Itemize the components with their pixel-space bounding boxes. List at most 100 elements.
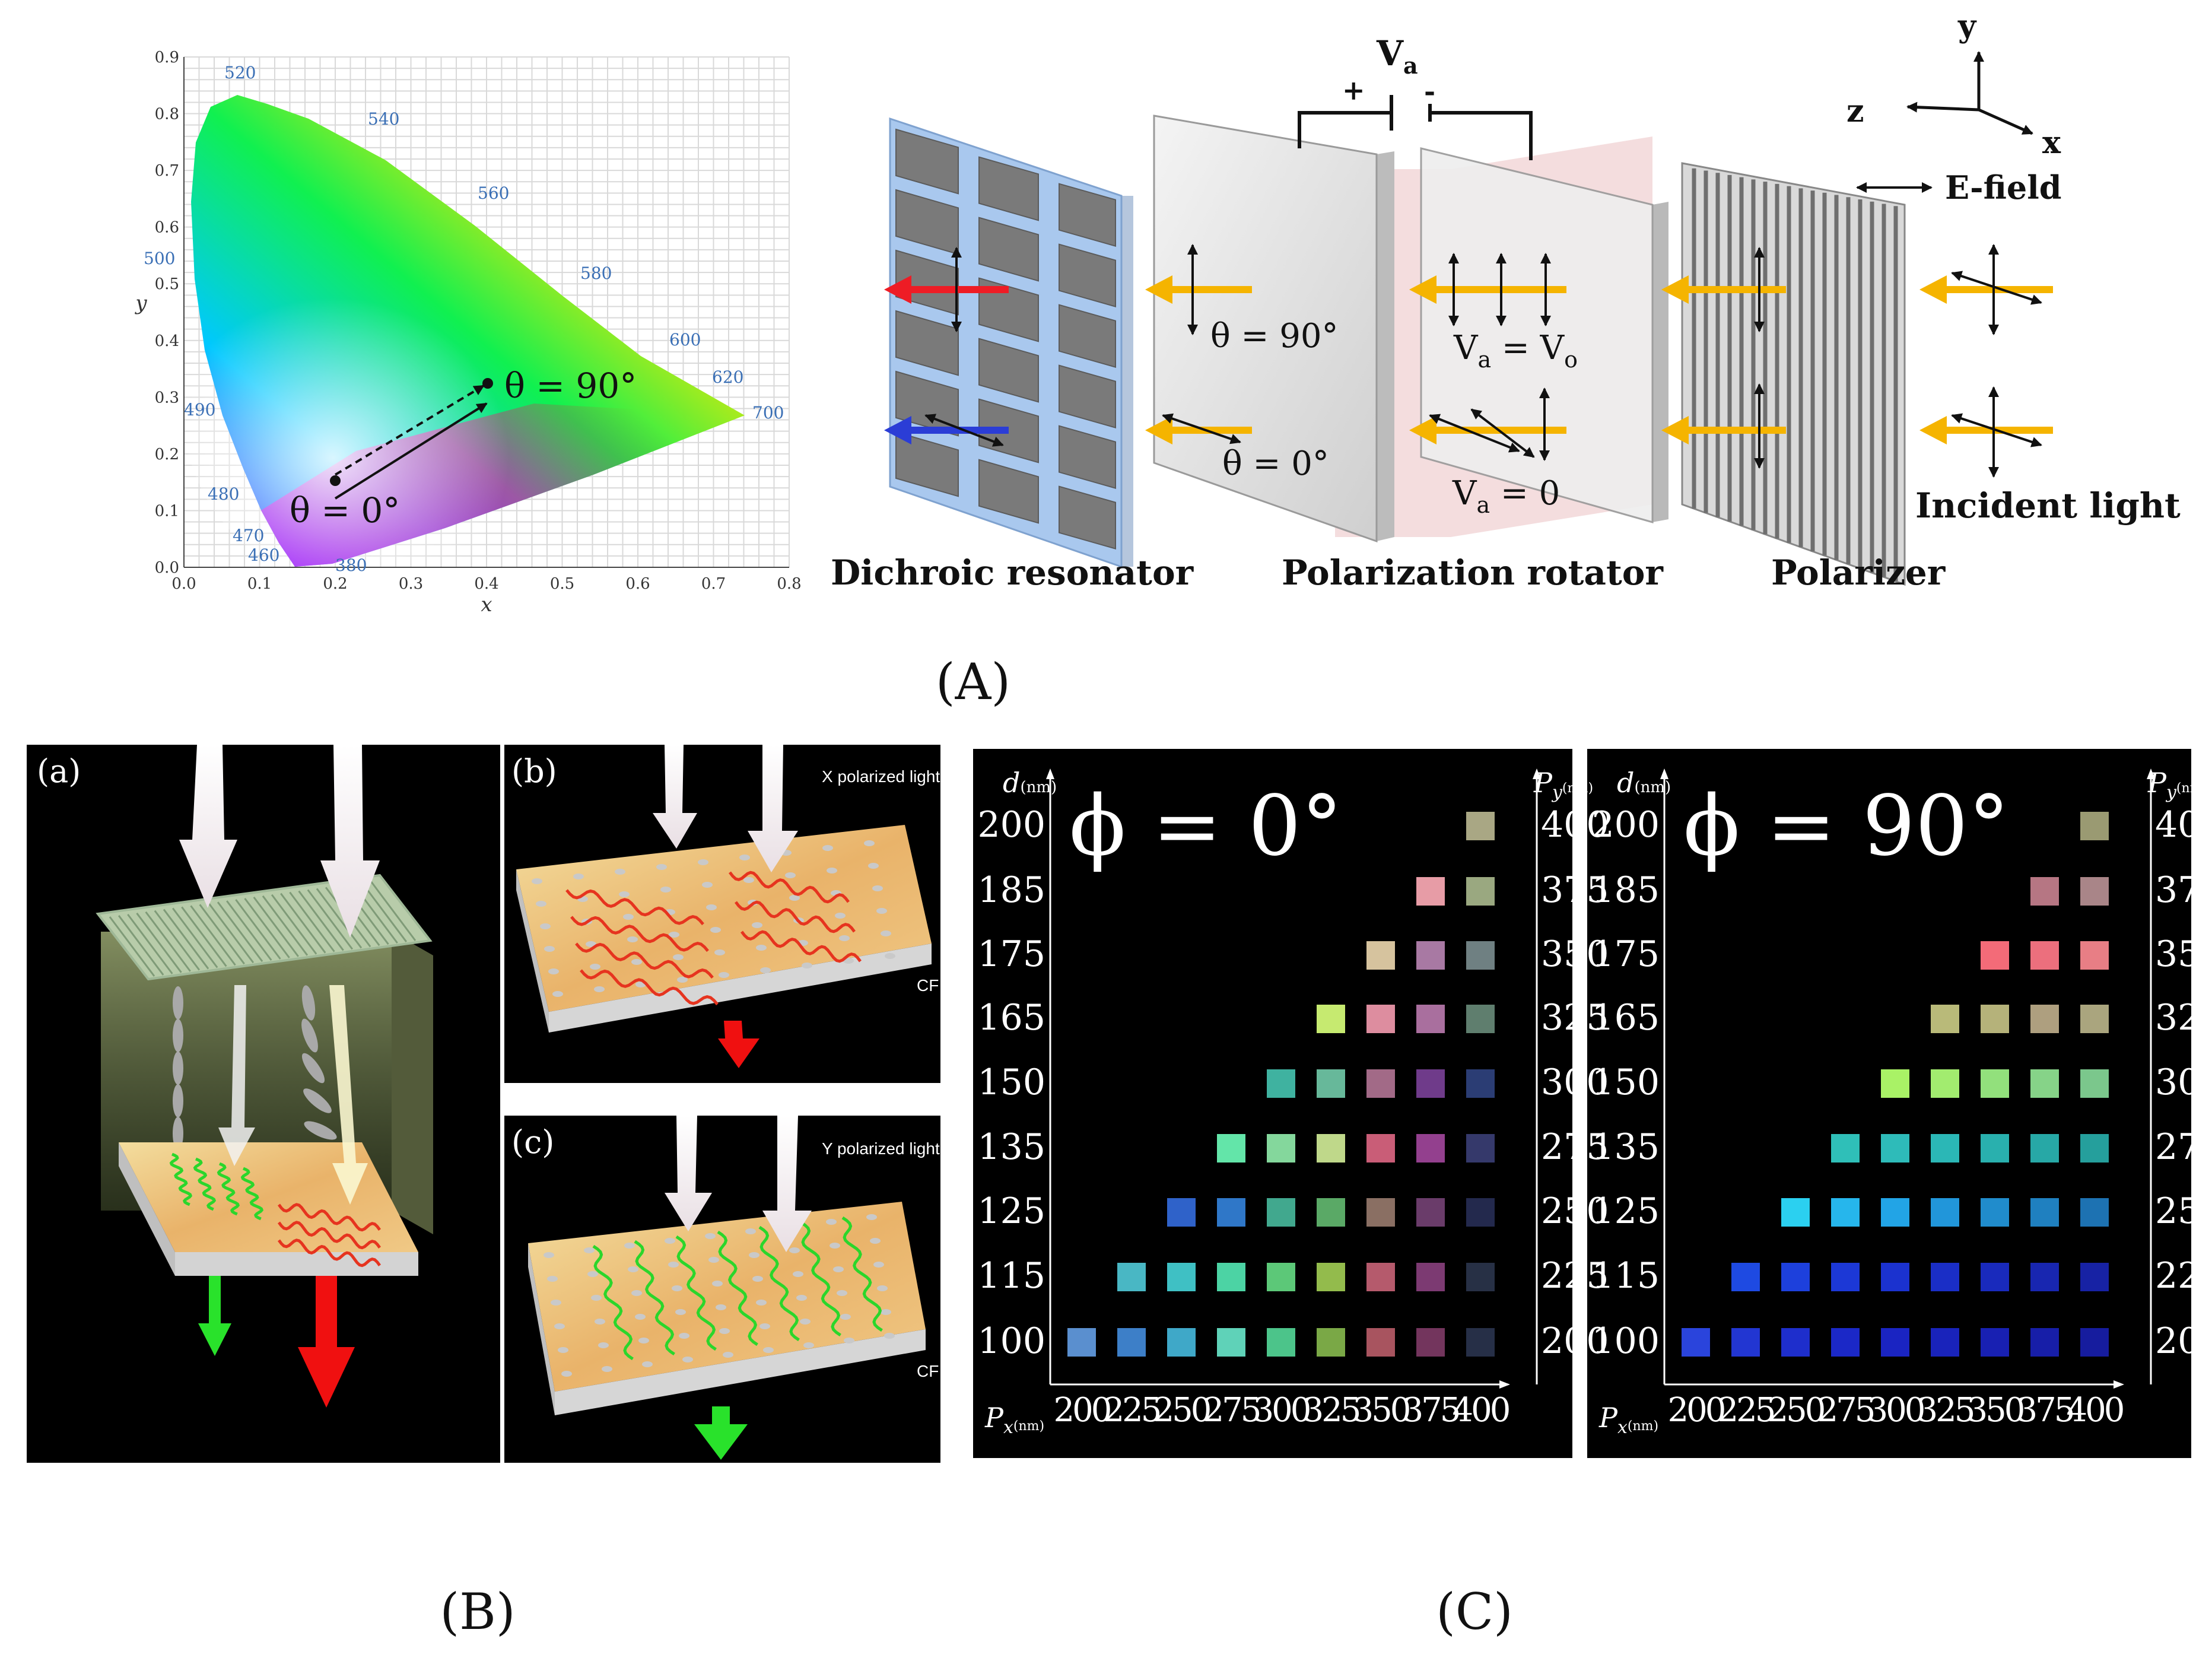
resonator-block [1059, 485, 1116, 550]
green-resonance-wave [800, 1221, 841, 1337]
light-beam-head [884, 416, 911, 444]
cf-hole [642, 1361, 653, 1367]
cf-hole [552, 991, 563, 997]
green-output-arrow-c [694, 1406, 748, 1460]
palette-title: ϕ = 0° [1069, 778, 1343, 875]
polarizer-grid-line [208, 903, 255, 964]
cf-hole [756, 1300, 767, 1306]
polarizer-grid-line [172, 907, 218, 968]
color-pixel-square [2030, 1328, 2059, 1357]
cie-y-tick-label: 0.3 [155, 389, 179, 406]
polarizer-grid-line [226, 900, 272, 961]
wire-grid-polarizer [1681, 162, 1906, 586]
dichroic-resonator-plate [889, 117, 1133, 568]
color-pixel-square [2030, 941, 2059, 970]
cf-hole [800, 1319, 811, 1325]
cf-hole [554, 1323, 565, 1329]
red-resonance-wave [735, 900, 856, 933]
palette-phi-90: d(nm)Py(nm)Px(nm)ϕ = 90°2001851751651501… [1591, 767, 2212, 1438]
palette-py-label: Py(nm) [1533, 767, 1593, 803]
color-pixel-square [1167, 1263, 1196, 1291]
color-pixel-square [2080, 1263, 2109, 1291]
palette-d-tick: 200 [977, 804, 1045, 846]
lc-molecule [304, 1121, 337, 1140]
color-pixel-square [1731, 1263, 1760, 1291]
color-pixel-square [1217, 1328, 1245, 1357]
color-pixel-square [1267, 1069, 1295, 1098]
color-pixel-square [1466, 1005, 1495, 1033]
lc-molecule [173, 1084, 183, 1117]
color-pixel-square [1881, 1263, 1909, 1291]
cf-hole [723, 1352, 733, 1358]
label-incident-light: Incident light [1915, 485, 2181, 526]
cie-y-tick-label: 0.9 [155, 49, 179, 66]
cf-hole [743, 877, 754, 883]
palette-y-axis-head [1046, 768, 1054, 779]
cf-hole [660, 887, 671, 893]
panel-c-label: (C) [1436, 1583, 1513, 1641]
cf-hole [615, 869, 625, 875]
color-pixel-square [1881, 1069, 1909, 1098]
green-resonance-wave [758, 1225, 800, 1342]
palette-py-tick: 225 [2155, 1255, 2212, 1297]
color-pixel-square [1682, 1328, 1710, 1357]
cie-x-tick-label: 0.3 [399, 575, 423, 593]
lc-molecule [301, 1053, 325, 1084]
wl-380: 380 [335, 555, 367, 575]
green-resonance-wave [717, 1230, 758, 1346]
color-pixel-square [2030, 1198, 2059, 1227]
cf-hole [837, 1290, 847, 1296]
cf-hole [739, 855, 750, 860]
battery-plus: + [1342, 74, 1365, 106]
red-resonance-wave [729, 871, 850, 904]
color-pixel-square [1366, 1328, 1395, 1357]
color-pixel-square [1317, 1005, 1345, 1033]
cf-hole [547, 1276, 558, 1282]
cf-hole [793, 1271, 803, 1277]
beam-right-inner [329, 985, 368, 1205]
color-pixel-square [2030, 1134, 2059, 1163]
cf-hole [745, 1228, 756, 1234]
cie-y-tick-label: 0.2 [155, 446, 179, 463]
color-pixel-square [2080, 1328, 2109, 1357]
voltage-circuit [1298, 95, 1533, 160]
polarizer-grid-line [190, 905, 236, 966]
red-resonance-wave [580, 969, 719, 1006]
cf-hole [884, 1333, 895, 1339]
color-pixel-square [1881, 1328, 1909, 1357]
color-pixel-square [1831, 1198, 1860, 1227]
polarizer-grid-line [262, 895, 309, 956]
axis-y-label: y [1957, 8, 1977, 45]
cf-hole [673, 954, 684, 960]
palette-y-axis-head [1660, 768, 1668, 779]
cf-hole [587, 1271, 598, 1277]
panel-c-color-palettes: d(nm)Py(nm)Px(nm)ϕ = 0°20018517516515013… [973, 749, 2212, 1458]
color-pixel-square [1466, 941, 1495, 970]
polarizer-grid-line [244, 898, 290, 958]
lc-molecule [303, 1088, 332, 1113]
resonator-block [895, 128, 959, 195]
red-resonance-wave [277, 1238, 382, 1268]
palette-px-tick: 350 [1353, 1391, 1409, 1430]
color-pixel-square [1981, 941, 2009, 970]
cie-x-tick-label: 0.7 [701, 575, 726, 593]
lc-molecule [301, 1018, 318, 1053]
device-theta-0-label: θ = 0° [1222, 444, 1329, 483]
color-pixel-square [1466, 1198, 1495, 1227]
palette-title: ϕ = 90° [1683, 778, 2010, 875]
cie-x-tick-label: 0.0 [171, 575, 196, 593]
color-pixel-square [1366, 1134, 1395, 1163]
polarization-diagonal-arrow [1470, 408, 1535, 458]
red-output-arrow-b [718, 1021, 759, 1068]
palette-px-tick: 200 [1668, 1391, 1724, 1430]
polarizer-grid-line [280, 893, 326, 954]
cf-chip-side-b [549, 944, 932, 1033]
resonator-block [978, 338, 1039, 403]
color-pixel-square [2030, 1069, 2059, 1098]
cf-hole [714, 949, 725, 955]
color-pixel-square [1117, 1263, 1146, 1291]
polarizer-grid-line [117, 915, 164, 976]
resonator-block [1059, 425, 1116, 489]
color-pixel-square [1167, 1198, 1196, 1227]
color-pixel-square [1416, 1005, 1445, 1033]
